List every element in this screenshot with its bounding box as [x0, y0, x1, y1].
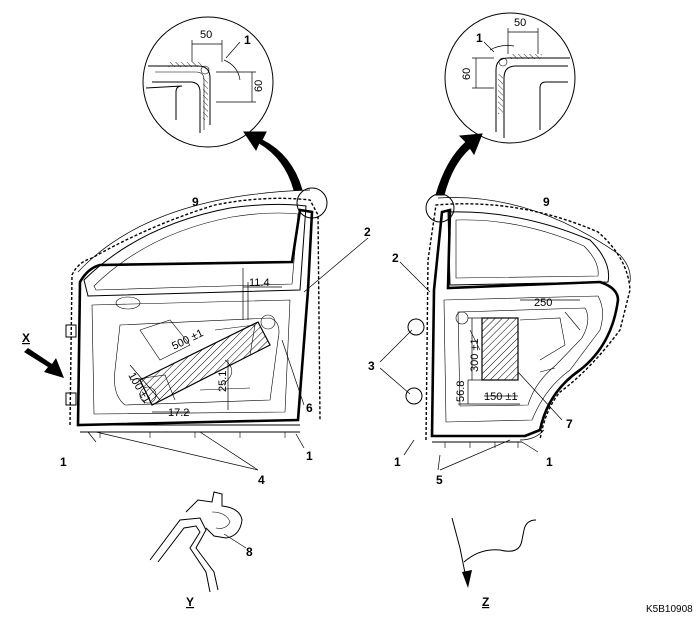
front-door-group	[65, 187, 328, 438]
rear-dim-56-8: 56.8	[455, 381, 467, 402]
front-door-window-glass	[93, 212, 299, 291]
rear-callout-7: 7	[566, 417, 573, 431]
front-detail	[142, 16, 274, 148]
front-callout-9: 9	[192, 195, 199, 209]
front-detail-dim-60: 60	[253, 80, 265, 92]
rear-door-mechanism	[469, 311, 581, 373]
section-y	[149, 491, 247, 593]
front-detail-callout-1: 1	[244, 33, 251, 47]
rear-door-bottom-seal	[432, 435, 525, 443]
front-callout-1-left: 1	[60, 455, 67, 469]
front-detail-dim-50: 50	[200, 29, 212, 41]
front-callout-6: 6	[306, 401, 313, 415]
front-callout-4: 4	[258, 473, 265, 487]
front-door-hinge-lower	[65, 392, 77, 406]
front-door-leaders	[87, 237, 369, 471]
front-dim-500: 500 ±1	[170, 327, 205, 353]
view-x-arrow	[24, 348, 64, 378]
rear-callout-9: 9	[543, 195, 550, 209]
front-door-bottom-seal	[78, 424, 300, 433]
rear-door-outer-seal	[425, 203, 631, 441]
front-door-handle-recess	[260, 314, 276, 330]
rear-door-sheet	[481, 317, 519, 381]
section-y-label: Y	[186, 595, 194, 609]
front-door-sheet	[139, 321, 271, 406]
rear-door-window-frame	[447, 211, 610, 286]
rear-dim-150: 150 ±1	[484, 391, 518, 403]
rear-callout-3: 3	[368, 359, 375, 373]
rear-door-leaders	[379, 261, 563, 471]
section-y-callout-8: 8	[246, 545, 253, 559]
drawing-code: K5B10908	[646, 604, 693, 615]
section-z-label: Z	[482, 595, 489, 609]
front-dim-17-2: 17.2	[168, 407, 189, 419]
rear-detail-dim-50: 50	[514, 17, 526, 29]
rear-door-clip-marks	[444, 442, 519, 448]
rear-callout-1-right: 1	[546, 455, 553, 469]
front-dim-11-4: 11.4	[249, 277, 270, 289]
front-callout-2: 2	[364, 225, 371, 239]
front-door-clip-marks	[99, 432, 286, 438]
front-door-inner-panel	[91, 299, 291, 415]
rear-detail-dim-60: 60	[461, 68, 473, 80]
rear-door-clip-lower	[405, 387, 423, 405]
front-door-body	[76, 208, 314, 427]
view-x-label: X	[22, 331, 30, 345]
front-door-outer-seal	[69, 197, 321, 426]
front-door-hinge-upper	[65, 324, 77, 338]
rear-detail	[444, 12, 576, 144]
rear-door-body	[430, 208, 620, 438]
section-z	[451, 517, 537, 588]
rear-detail-callout-1: 1	[476, 31, 483, 45]
rear-door-panel-opening	[457, 307, 589, 407]
rear-dim-300: 300 ±1	[469, 338, 481, 372]
rear-callout-1-left: 1	[394, 455, 401, 469]
rear-callout-5: 5	[436, 473, 443, 487]
front-door-window-frame	[83, 203, 307, 297]
rear-door-handle-recess	[455, 311, 469, 325]
rear-door-group	[405, 193, 631, 448]
rear-door-window-glass	[455, 219, 599, 279]
rear-dim-250: 250	[534, 297, 552, 309]
rear-door-clip-upper	[407, 318, 425, 336]
front-detail-arrow	[243, 131, 303, 191]
rear-callout-2: 2	[392, 251, 399, 265]
rear-detail-arrow	[435, 133, 483, 196]
front-callout-1-right: 1	[306, 449, 313, 463]
front-dim-25-1: 25.1	[217, 371, 229, 392]
rear-door-inner-panel	[443, 295, 603, 423]
front-door-detail-marker	[296, 187, 328, 219]
front-door-mirror-mount	[115, 296, 141, 310]
